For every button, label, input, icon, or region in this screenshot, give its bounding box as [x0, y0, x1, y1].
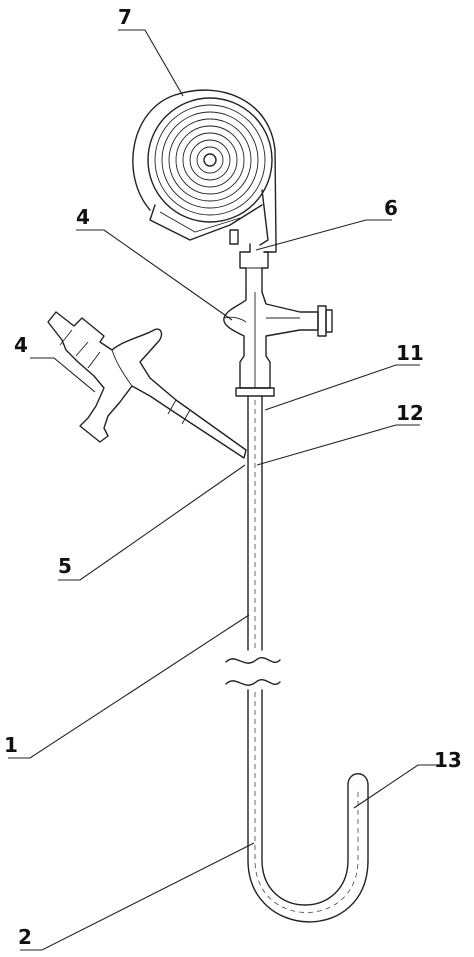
label-11: 11 — [396, 341, 424, 365]
label-2: 2 — [18, 925, 32, 949]
label-4-left: 4 — [14, 333, 28, 357]
label-7: 7 — [118, 5, 132, 29]
side-branch-fitting — [47, 311, 247, 459]
coil-reel — [132, 89, 277, 246]
label-1: 1 — [4, 733, 18, 757]
catheter-shaft — [225, 395, 369, 923]
label-12: 12 — [396, 401, 424, 425]
upper-connector — [239, 243, 277, 293]
upper-cross-fitting — [223, 291, 333, 397]
label-4-top: 4 — [76, 205, 90, 229]
label-5: 5 — [58, 554, 72, 578]
label-13: 13 — [434, 748, 462, 772]
reference-labels: 7 6 4 4 11 12 5 1 13 2 — [4, 5, 462, 949]
label-6: 6 — [384, 196, 398, 220]
leader-lines — [8, 29, 440, 951]
